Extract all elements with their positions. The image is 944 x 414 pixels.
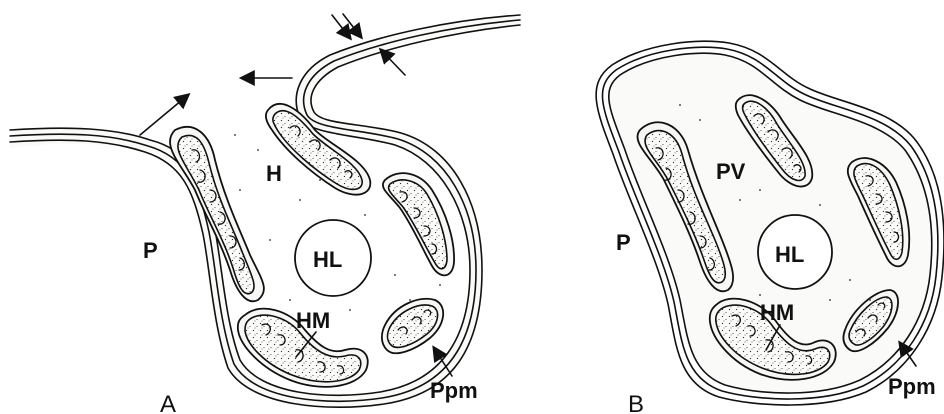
host-lumen-label: HL: [775, 242, 804, 267]
panel-letter: B: [628, 391, 644, 414]
mitochondrion: [382, 299, 443, 353]
host-cell-label: H: [266, 161, 282, 186]
host-mitochondria-label: HM: [760, 300, 794, 325]
membrane-arrow-3: [381, 50, 405, 75]
ppm-label: Ppm: [888, 374, 936, 399]
host-lumen-label: HL: [313, 247, 342, 272]
panel-a: P H HL HM Ppm A: [10, 14, 520, 414]
parasite-label: P: [616, 230, 631, 255]
pv-label: PV: [716, 159, 746, 184]
host-mitochondria-label: HM: [296, 308, 330, 333]
mitochondrion: [383, 173, 454, 275]
ppm-label: Ppm: [430, 378, 478, 403]
panel-letter: A: [160, 391, 176, 414]
parasite-label: P: [143, 238, 158, 263]
panel-b: P PV HL HM Ppm B: [596, 41, 944, 414]
